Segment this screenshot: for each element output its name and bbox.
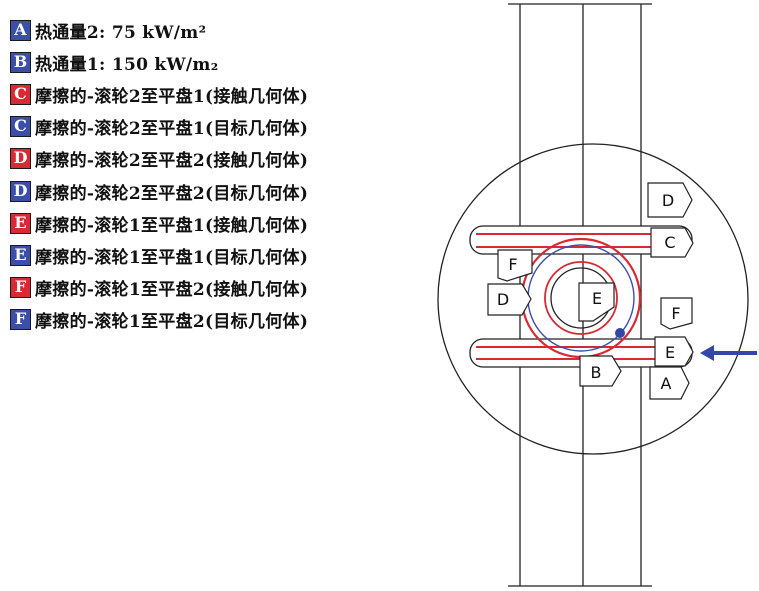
svg-text:C: C (664, 233, 675, 252)
legend-row: C 摩擦的-滚轮2至平盘1(目标几何体) (10, 111, 308, 143)
svg-text:A: A (661, 374, 672, 393)
legend-row: E 摩擦的-滚轮1至平盘1(接触几何体) (10, 207, 308, 239)
legend-chip: C (10, 116, 31, 138)
svg-text:F: F (671, 304, 680, 323)
callout-d-top: D (647, 182, 693, 218)
legend-label: 摩擦的-滚轮1至平盘2(目标几何体) (35, 312, 309, 333)
legend-row: E 摩擦的-滚轮1至平盘1(目标几何体) (10, 239, 308, 271)
inner-ring-red (544, 261, 618, 335)
callout-c-right: C (650, 227, 694, 258)
legend-chip: E (10, 212, 31, 234)
legend-label: 摩擦的-滚轮2至平盘1(目标几何体) (35, 119, 309, 140)
legend-chip: F (10, 277, 31, 299)
legend-row: A 热通量2: 75 kW/m² (10, 14, 308, 46)
legend-label: 热通量2: 75 kW/m² (35, 22, 207, 43)
legend-label: 摩擦的-滚轮1至平盘1(目标几何体) (35, 247, 309, 268)
legend-chip: A (10, 19, 31, 41)
callout-a-bottom: A (649, 366, 690, 400)
contact-point (615, 328, 625, 338)
legend-label: 摩擦的-滚轮2至平盘1(接触几何体) (35, 86, 309, 107)
legend-row: D 摩擦的-滚轮2至平盘2(接触几何体) (10, 143, 308, 175)
callout-e-right: E (654, 336, 694, 367)
legend-chip: E (10, 244, 31, 266)
outer-boundary-circle (437, 143, 749, 455)
svg-text:D: D (662, 191, 674, 210)
legend-chip: F (10, 309, 31, 331)
svg-text:E: E (665, 343, 675, 362)
callout-f-left: F (497, 249, 533, 282)
legend-chip: D (10, 180, 31, 202)
legend-label: 热通量1: 150 kW/m₂ (35, 54, 219, 75)
legend-row: D 摩擦的-滚轮2至平盘2(目标几何体) (10, 175, 308, 207)
legend-label: 摩擦的-滚轮2至平盘2(接触几何体) (35, 151, 309, 172)
legend-label: 摩擦的-滚轮2至平盘2(目标几何体) (35, 183, 309, 204)
svg-text:B: B (591, 363, 602, 382)
legend-label: 摩擦的-滚轮1至平盘1(接触几何体) (35, 215, 309, 236)
svg-text:F: F (508, 255, 517, 274)
callout-f-right: F (660, 297, 693, 330)
svg-text:D: D (497, 290, 509, 309)
legend-row: C 摩擦的-滚轮2至平盘1(接触几何体) (10, 78, 308, 110)
heat-flux-arrow-icon (700, 345, 757, 361)
callout-d-left: D (487, 283, 532, 316)
legend-chip: C (10, 83, 31, 105)
legend-row: F 摩擦的-滚轮1至平盘2(目标几何体) (10, 304, 308, 336)
callout-e-inner: E (578, 282, 615, 322)
legend-row: F 摩擦的-滚轮1至平盘2(接触几何体) (10, 272, 308, 304)
legend-label: 摩擦的-滚轮1至平盘2(接触几何体) (35, 280, 309, 301)
legend: A 热通量2: 75 kW/m² B 热通量1: 150 kW/m₂ C 摩擦的… (10, 14, 308, 336)
legend-row: B 热通量1: 150 kW/m₂ (10, 46, 308, 78)
callout-b-bottom: B (579, 355, 622, 387)
legend-chip: B (10, 51, 31, 73)
svg-text:E: E (592, 289, 602, 308)
legend-chip: D (10, 148, 31, 170)
